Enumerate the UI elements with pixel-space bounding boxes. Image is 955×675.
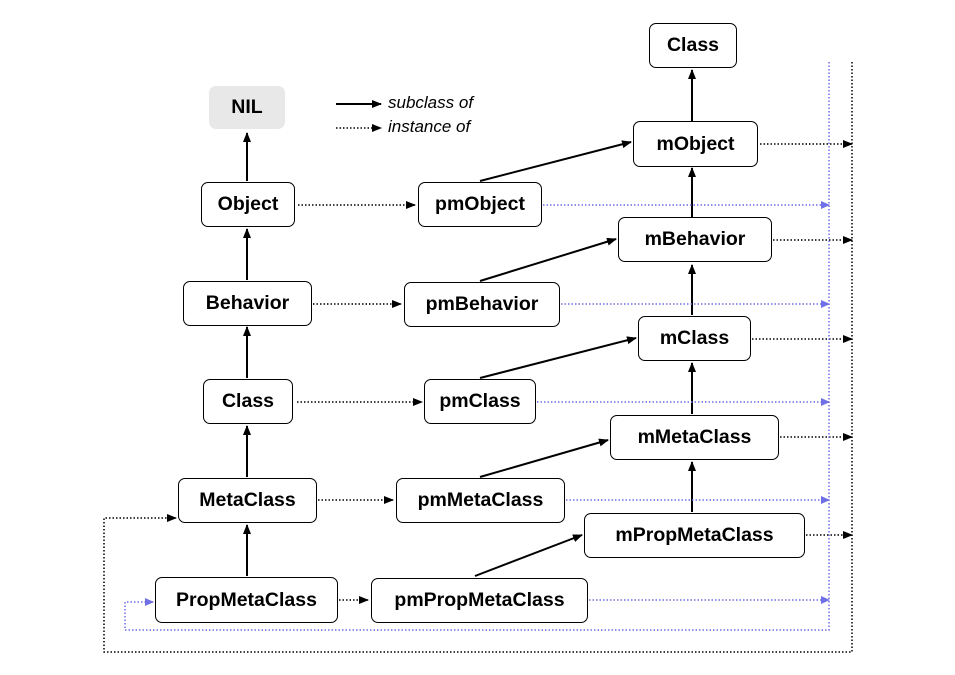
node-propmetaclass: PropMetaClass (155, 577, 338, 623)
edge-pmobject-subclass-mobject (479, 140, 632, 182)
node-behavior: Behavior (183, 281, 312, 326)
edge-instance-loop-to-propmetaclass (124, 62, 830, 631)
node-mmetaclass: mMetaClass (610, 415, 779, 460)
legend-subclass-label: subclass of (388, 93, 474, 112)
node-metaclass: MetaClass (178, 478, 317, 523)
edge-instance-loop-to-metaclass (103, 62, 853, 653)
node-mobject: mObject (633, 121, 758, 167)
legend-instance-label: instance of (388, 117, 471, 136)
edge-pmpropmetaclass-subclass-mpropmetaclass (474, 534, 583, 577)
edge-pmclass-subclass-mclass (479, 336, 637, 379)
node-pmbehavior: pmBehavior (404, 282, 560, 327)
node-mpropmetaclass: mPropMetaClass (584, 513, 805, 558)
node-pmclass: pmClass (424, 379, 536, 424)
node-mbehavior: mBehavior (618, 217, 772, 262)
node-nil: NIL (209, 86, 285, 129)
node-object: Object (201, 182, 295, 227)
node-class: Class (203, 379, 293, 424)
node-top-class: Class (649, 23, 737, 68)
node-mclass: mClass (638, 316, 751, 361)
node-pmpropmetaclass: pmPropMetaClass (371, 578, 588, 623)
node-pmmetaclass: pmMetaClass (396, 478, 565, 523)
edge-pmmetaclass-subclass-mmetaclass (479, 438, 609, 478)
edge-pmbehavior-subclass-mbehavior (479, 237, 617, 282)
node-pmobject: pmObject (418, 182, 542, 227)
